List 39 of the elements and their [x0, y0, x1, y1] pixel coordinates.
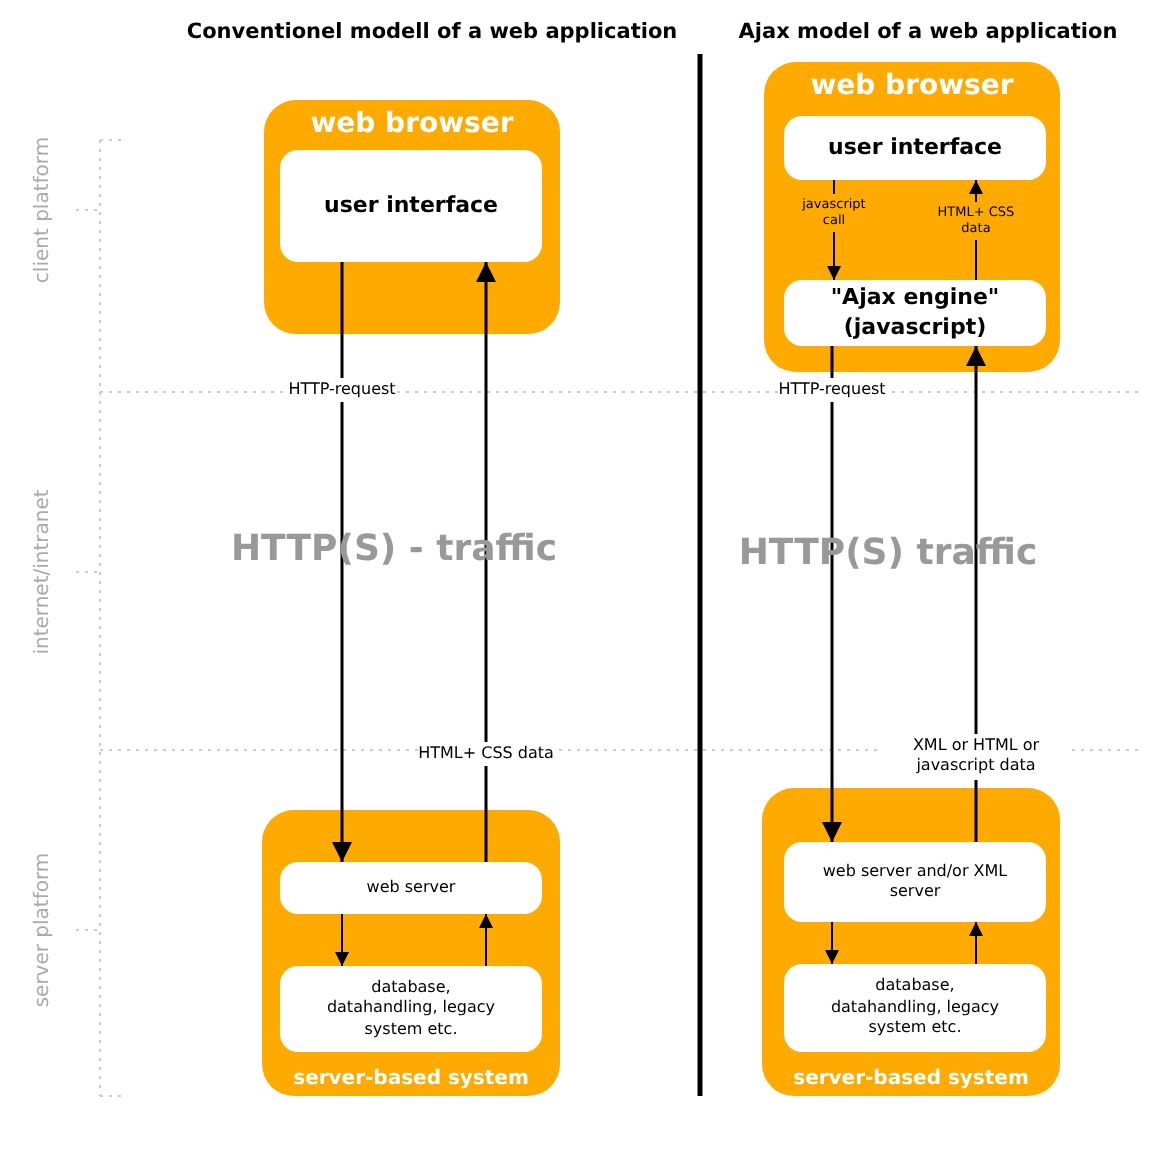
- component-box: [784, 116, 1046, 180]
- heading: Ajax model of a web application: [738, 19, 1118, 45]
- arrow: [332, 262, 352, 862]
- box-label: web server and/or XML server: [820, 861, 1010, 903]
- component-box: [280, 862, 542, 914]
- edge-label: HTTP-request: [778, 378, 886, 403]
- side-label: server platform: [32, 852, 56, 1008]
- arrow: [969, 921, 983, 965]
- arrow: [822, 346, 842, 842]
- heading: Conventionel modell of a web application: [186, 19, 678, 45]
- edge-label: HTTP-request: [288, 378, 396, 403]
- edge-label: HTML+ CSS data: [418, 742, 554, 767]
- arrow: [966, 346, 986, 842]
- box-label: "Ajax engine" (javascript): [828, 284, 1002, 342]
- system-box: [264, 100, 560, 334]
- edge-label: XML or HTML or javascript data: [881, 734, 1071, 780]
- arrow: [479, 913, 493, 967]
- system-box: [764, 62, 1060, 372]
- component-box: [784, 964, 1046, 1052]
- box-title: web browser: [808, 70, 1016, 102]
- box-label: database, datahandling, legacy system etc.: [324, 977, 498, 1041]
- side-label: client platform: [32, 136, 56, 284]
- system-box: [262, 810, 560, 1096]
- side-label: internet/intranet: [32, 489, 56, 655]
- component-box: [784, 280, 1046, 346]
- box-title: web browser: [308, 108, 516, 140]
- system-box: [762, 788, 1060, 1096]
- arrow: [476, 262, 496, 862]
- component-box: [280, 150, 542, 262]
- box-label: user interface: [323, 191, 499, 221]
- arrow: [335, 913, 349, 967]
- arrow: [825, 921, 839, 965]
- box-label: web server: [366, 877, 456, 899]
- component-box: [280, 966, 542, 1052]
- box-title: server-based system: [291, 1068, 531, 1090]
- component-box: [784, 842, 1046, 922]
- box-label: database, datahandling, legacy system etc.: [828, 976, 1002, 1040]
- box-title: server-based system: [791, 1068, 1031, 1090]
- box-label: user interface: [827, 133, 1003, 163]
